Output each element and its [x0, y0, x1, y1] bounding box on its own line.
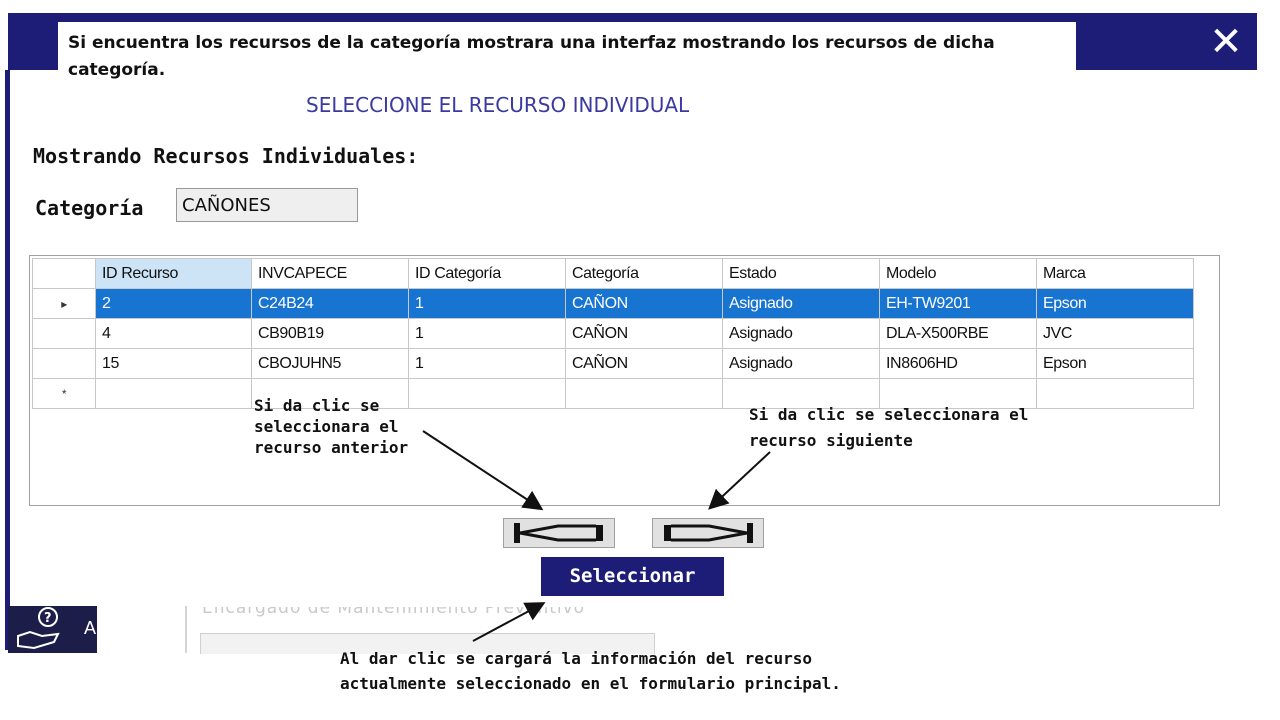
cell-estado[interactable]: Asignado	[722, 288, 880, 319]
cell-id-recurso[interactable]: 2	[95, 288, 252, 319]
column-header-invcapece[interactable]: INVCAPECE	[251, 258, 409, 289]
cell-invcapece[interactable]: CB90B19	[251, 318, 409, 349]
cell-modelo[interactable]: EH-TW9201	[879, 288, 1037, 319]
cell-categoria[interactable]: CAÑON	[565, 288, 723, 319]
help-panel[interactable]: ?	[8, 606, 97, 653]
cell-categoria[interactable]: CAÑON	[565, 318, 723, 349]
cell-marca[interactable]: JVC	[1036, 318, 1194, 349]
cell-id-categoria[interactable]: 1	[408, 318, 566, 349]
category-field[interactable]: CAÑONES	[176, 188, 358, 222]
column-header-marca[interactable]: Marca	[1036, 258, 1194, 289]
resources-table: ID Recurso INVCAPECE ID Categoría Catego…	[32, 258, 1194, 409]
cell-id-categoria[interactable]: 1	[408, 288, 566, 319]
cell-id-recurso[interactable]: 15	[95, 348, 252, 379]
row-header[interactable]	[32, 318, 96, 349]
column-header-modelo[interactable]: Modelo	[879, 258, 1037, 289]
column-header-id-categoria[interactable]: ID Categoría	[408, 258, 566, 289]
new-row[interactable]: *	[32, 378, 1194, 409]
callout-seleccionar: Al dar clic se cargará la información de…	[340, 649, 841, 693]
help-hand-icon: ?	[17, 607, 60, 650]
new-row-marker[interactable]: *	[32, 378, 96, 409]
new-row-cell[interactable]	[1036, 378, 1194, 409]
resources-grid[interactable]: ID Recurso INVCAPECE ID Categoría Catego…	[29, 255, 1220, 506]
select-button[interactable]: Seleccionar	[541, 557, 724, 596]
last-record-icon	[664, 523, 753, 543]
cell-estado[interactable]: Asignado	[722, 318, 880, 349]
next-record-button[interactable]	[652, 518, 764, 548]
new-row-cell[interactable]	[565, 378, 723, 409]
cell-invcapece[interactable]: CBOJUHN5	[251, 348, 409, 379]
cell-categoria[interactable]: CAÑON	[565, 348, 723, 379]
cell-id-categoria[interactable]: 1	[408, 348, 566, 379]
column-header-id-recurso[interactable]: ID Recurso	[95, 258, 252, 289]
previous-record-button[interactable]	[503, 518, 615, 548]
cell-id-recurso[interactable]: 4	[95, 318, 252, 349]
category-label: Categoría	[35, 196, 144, 220]
callout-siguiente: Si da clic se seleccionara el recurso si…	[749, 405, 1029, 450]
cell-estado[interactable]: Asignado	[722, 348, 880, 379]
grid-corner-cell[interactable]	[32, 258, 96, 289]
callout-top-text: Si encuentra los recursos de la categorí…	[68, 33, 995, 80]
cell-modelo[interactable]: IN8606HD	[879, 348, 1037, 379]
window-left-border	[5, 70, 10, 650]
new-row-cell[interactable]	[879, 378, 1037, 409]
cell-invcapece[interactable]: C24B24	[251, 288, 409, 319]
close-icon[interactable]: ✕	[1209, 19, 1243, 65]
column-header-categoria[interactable]: Categoría	[565, 258, 723, 289]
cell-modelo[interactable]: DLA-X500RBE	[879, 318, 1037, 349]
cell-marca[interactable]: Epson	[1036, 288, 1194, 319]
callout-anterior: Si da clic se seleccionara el recurso an…	[254, 396, 409, 457]
row-header[interactable]	[32, 348, 96, 379]
new-row-cell[interactable]	[251, 378, 409, 409]
first-record-icon	[514, 523, 603, 543]
new-row-cell[interactable]	[722, 378, 880, 409]
new-row-cell[interactable]	[408, 378, 566, 409]
help-label: A	[84, 618, 97, 638]
svg-text:?: ?	[44, 611, 52, 626]
background-divider	[185, 606, 187, 653]
callout-top-box	[58, 22, 1076, 90]
background-form-label: Encargado de Mantenimiento Preventivo	[202, 598, 586, 618]
section-title: Mostrando Recursos Individuales:	[33, 144, 419, 168]
column-header-estado[interactable]: Estado	[722, 258, 880, 289]
window-subtitle: SELECCIONE EL RECURSO INDIVIDUAL	[306, 93, 690, 117]
row-header[interactable]: ▸	[32, 288, 96, 319]
cell-marca[interactable]: Epson	[1036, 348, 1194, 379]
grid-header-row: ID Recurso INVCAPECE ID Categoría Catego…	[32, 258, 1194, 289]
new-row-cell[interactable]	[95, 378, 252, 409]
